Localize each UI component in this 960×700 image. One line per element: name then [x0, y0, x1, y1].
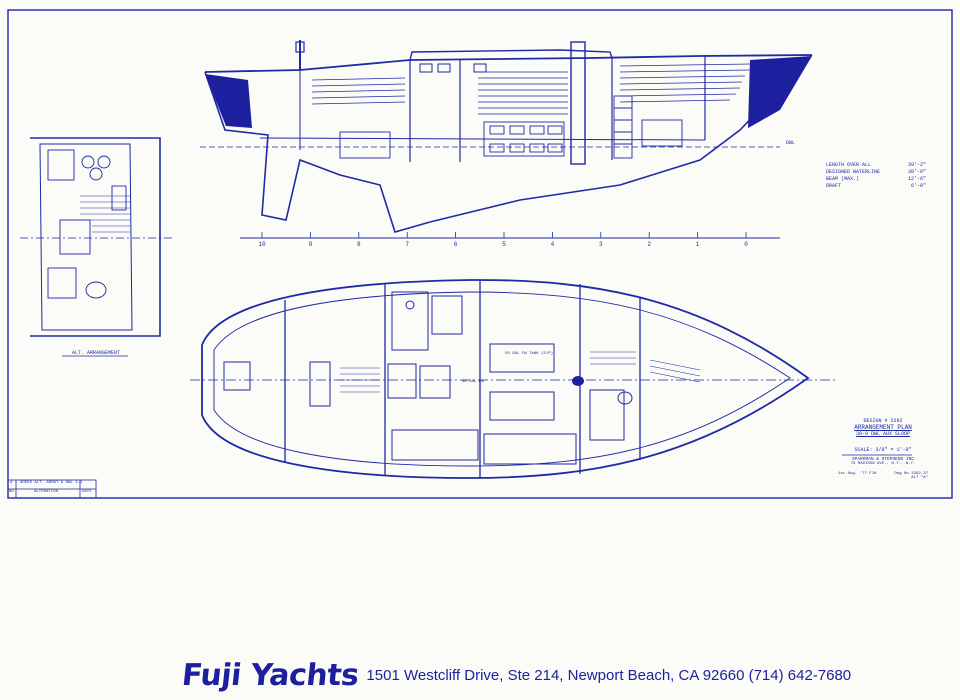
- station-number: 4: [551, 241, 555, 248]
- plan-label-tank: 50 GAL FW TANK (S/P): [505, 352, 554, 356]
- alt-arrangement-inset: [20, 137, 175, 357]
- spec-value: 12'-6": [907, 176, 926, 182]
- station-number: 5: [502, 241, 506, 248]
- spec-label: BEAM (MAX.): [826, 176, 860, 182]
- revision-row-id: A: [10, 481, 13, 485]
- spec-row: DRAFT 6'-0": [826, 183, 926, 190]
- spec-row: LENGTH OVER ALL 39'-2": [826, 162, 926, 169]
- station-number: 8: [357, 241, 361, 248]
- station-number: 2: [647, 241, 651, 248]
- station-number: 10: [258, 241, 266, 248]
- spec-row: DESIGNED WATERLINE 30'-0": [826, 169, 926, 176]
- revision-col-date: DATE: [82, 490, 92, 494]
- company-address: 1501 Westcliff Drive, Ste 214, Newport B…: [366, 666, 852, 684]
- dwl-label: DWL: [786, 140, 796, 146]
- designer-name: SPARKMAN & STEPHENS INC: [851, 457, 915, 462]
- station-number: 6: [454, 241, 458, 248]
- station-number: 1: [696, 241, 700, 248]
- alt-mark: ALT "A": [911, 476, 928, 480]
- station-number: 7: [405, 241, 409, 248]
- spec-label: LENGTH OVER ALL: [826, 162, 872, 168]
- spec-label: DESIGNED WATERLINE: [826, 169, 881, 175]
- spec-value: 30'-0": [907, 169, 926, 175]
- spec-value: 6'-0": [910, 183, 926, 189]
- specs-table: LENGTH OVER ALL 39'-2" DESIGNED WATERLINE…: [826, 162, 926, 190]
- drawing-number: Dwg No 2292-37: [894, 472, 928, 476]
- revision-block: [7, 479, 97, 499]
- spec-value: 39'-2": [907, 162, 926, 168]
- drawing-scale: SCALE: 3/8" = 1'-0": [854, 447, 912, 453]
- drawing-date: 1st Aug. '77 FJK: [838, 472, 877, 476]
- inset-caption: ALT. ARRANGEMENT: [72, 350, 121, 356]
- drawing-subtitle: 30-0 DWL AUX SLOOP: [855, 431, 910, 437]
- designer-address: 79 MADISON AVE., N.Y., N.Y.: [850, 462, 916, 466]
- spec-row: BEAM (MAX.) 12'-6": [826, 176, 926, 183]
- footer: Fuji Yachts 1501 Westcliff Drive, Ste 21…: [180, 655, 852, 695]
- drawing-border: [7, 9, 953, 499]
- revision-row-text: ADDED ALT. ARRGT & DWL 4-1: [20, 481, 83, 485]
- drawing-title: ARRANGEMENT PLAN: [854, 424, 912, 431]
- title-block: DESIGN # 2292 ARRANGEMENT PLAN 30-0 DWL …: [838, 418, 928, 480]
- spec-label: DRAFT: [826, 183, 842, 189]
- design-number: DESIGN # 2292: [863, 418, 903, 424]
- title-footer: 1st Aug. '77 FJK Dwg No 2292-37: [838, 472, 928, 476]
- brand-logo: Fuji Yachts: [180, 657, 361, 693]
- revision-col-alteration: ALTERATION: [34, 490, 59, 494]
- station-number: 0: [744, 241, 748, 248]
- plan-view: [190, 279, 836, 479]
- plan-label-fw: 80 GAL FW: [462, 380, 484, 384]
- station-number: 3: [599, 241, 603, 248]
- revision-col-no: NO: [9, 490, 14, 494]
- station-number: 9: [309, 241, 313, 248]
